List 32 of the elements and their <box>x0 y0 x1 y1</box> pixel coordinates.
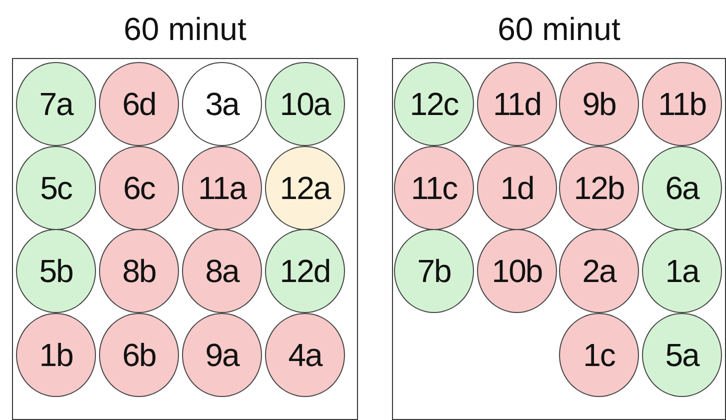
circle-label: 8b <box>122 252 156 290</box>
circle-label: 6c <box>123 170 155 206</box>
circle-label: 12a <box>280 170 330 206</box>
circle-label: 3a <box>205 86 239 122</box>
circle-label: 5b <box>39 252 73 290</box>
circle-label: 1b <box>39 336 73 374</box>
circle-label: 4a <box>288 336 322 374</box>
circle-label: 11b <box>658 86 706 122</box>
circle-label: 11a <box>198 170 246 206</box>
circle-label: 9a <box>205 336 239 374</box>
circle-label: 6d <box>122 86 156 122</box>
circle-label: 9b <box>582 86 616 122</box>
circle-label: 8a <box>205 252 239 290</box>
circle-label: 10a <box>280 86 330 122</box>
circle-label: 7a <box>39 86 73 122</box>
circle-label: 5a <box>665 336 699 374</box>
circle-label: 12d <box>280 252 330 290</box>
circle-label: 12b <box>574 170 624 206</box>
circle-label: 12c <box>410 86 458 122</box>
circle-label: 7b <box>417 252 451 290</box>
circle-label: 5c <box>40 170 72 206</box>
circle-label: 11c <box>410 170 458 206</box>
circle-label: 6a <box>665 170 699 206</box>
circle-label: 1c <box>583 336 615 374</box>
circle-label: 1d <box>500 170 534 206</box>
circle-label: 10b <box>492 252 542 290</box>
panel-heading: 60 minut <box>124 10 246 49</box>
circle-label: 1a <box>665 252 699 290</box>
panel-heading: 60 minut <box>498 10 620 49</box>
circle-label: 11d <box>492 86 541 122</box>
circle-label: 6b <box>122 336 156 374</box>
circle-label: 2a <box>582 252 616 290</box>
